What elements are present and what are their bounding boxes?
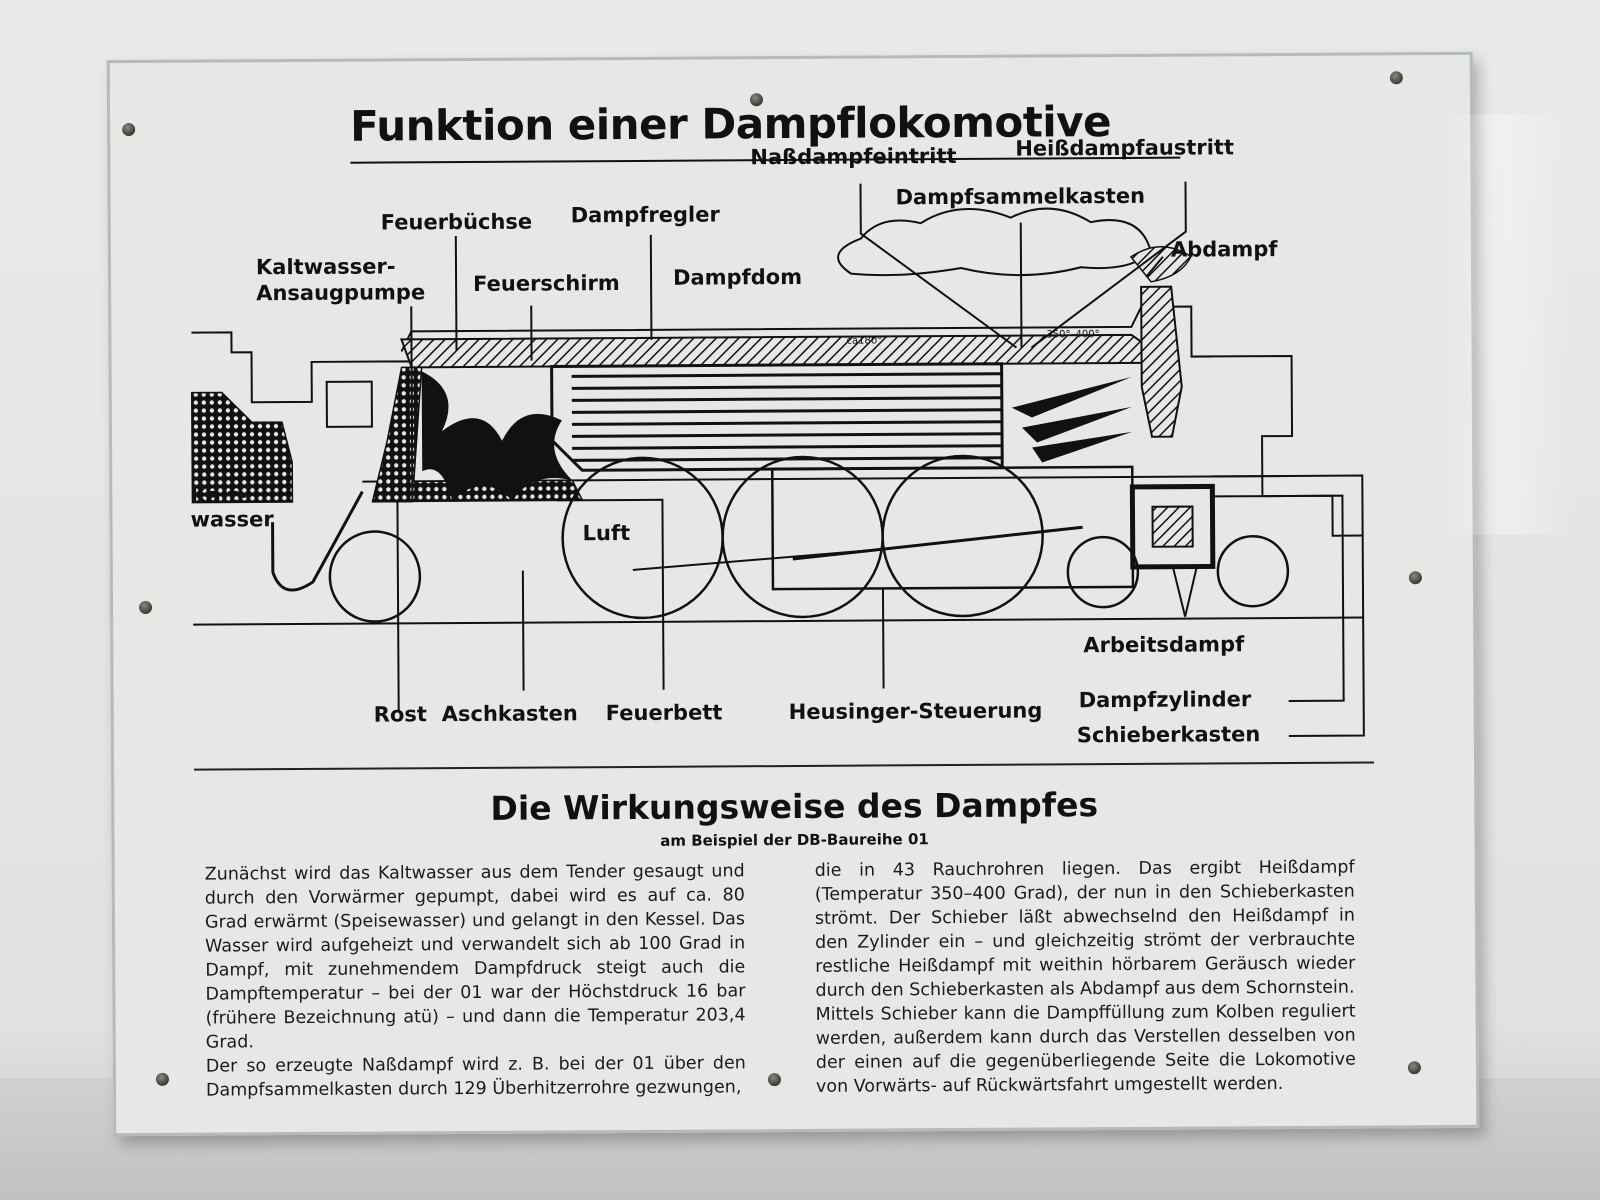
coupling-rod [632,547,893,571]
connecting-rod [792,525,1083,561]
working-steam-arrow [1171,566,1198,617]
label-dampfsammelkasten: Dampfsammelkasten [896,184,1146,210]
tube-casing [550,362,1004,472]
info-plaque: Funktion einer Dampflokomotive [106,51,1573,1137]
smoke-blast [1011,376,1133,463]
label-feuerbett: Feuerbett [606,700,723,725]
buffer-beam [1262,494,1363,537]
fire-flames [421,371,573,502]
label-temp350: 350°–400° [1046,329,1099,340]
label-feuerschirm: Feuerschirm [473,271,620,296]
rail-line [193,616,1364,626]
paragraph: Mittels Schieber kann die Dampffüllung z… [815,1001,1356,1097]
paragraph: Der so erzeugte Naßdampf wird z. B. bei … [205,1053,746,1101]
text-column-right: die in 43 Rauchrohren liegen. Das ergibt… [815,856,1356,1099]
label-schieberkasten: Schieberkasten [1077,722,1261,747]
label-arbeitsdampf: Arbeitsdampf [1083,632,1245,657]
label-luft: Luft [583,521,631,545]
exhaust-cloud [1129,246,1192,283]
boiler-shell [400,333,1153,369]
label-kaltwasser-pumpe-1: Kaltwasser- [256,254,396,279]
label-kaltwasser-2: wasser [190,507,274,532]
paragraph: Zunächst wird das Kaltwasser aus dem Ten… [204,861,746,1053]
label-rost: Rost [374,702,427,726]
fire-tubes [571,372,1003,462]
paragraph: die in 43 Rauchrohren liegen. Das ergibt… [814,857,1356,1001]
locomotive-diagram: Naßdampfeintritt Heißdampfaustritt Dampf… [190,135,1365,747]
glass-reflection [1440,114,1573,536]
chimney [1140,285,1183,438]
label-heusinger: Heusinger-Steuerung [789,698,1043,724]
leader-lines [396,181,1365,737]
label-aschkasten: Aschkasten [442,701,578,726]
firebox-wall [371,366,423,503]
cab-window [325,380,373,428]
tender-coal [191,391,294,504]
label-dampfzylinder: Dampfzylinder [1079,687,1252,712]
label-abdampf: Abdampf [1171,237,1279,262]
water-pipe [271,490,364,592]
steam-cloud [837,207,1153,277]
label-dampfdom: Dampfdom [673,265,802,290]
slide-valve [1151,505,1194,548]
smokebox-outline [1191,354,1294,497]
label-ca180: ca180° [846,335,882,346]
text-column-left: Zunächst wird das Kaltwasser aus dem Ten… [205,859,746,1102]
label-kaltwasser-pumpe-2: Ansaugpumpe [256,280,425,305]
section-title: Die Wirkungsweise des Dampfes [490,785,1099,828]
label-heissdampfaustritt: Heißdampfaustritt [1015,135,1234,160]
label-feuerbuechse: Feuerbüchse [381,210,533,235]
wheels [328,454,1290,623]
label-kaltwasser-1: Kalt- [190,483,247,507]
label-dampfregler: Dampfregler [571,202,721,227]
label-nassdampfeintritt: Naßdampfeintritt [750,144,956,169]
